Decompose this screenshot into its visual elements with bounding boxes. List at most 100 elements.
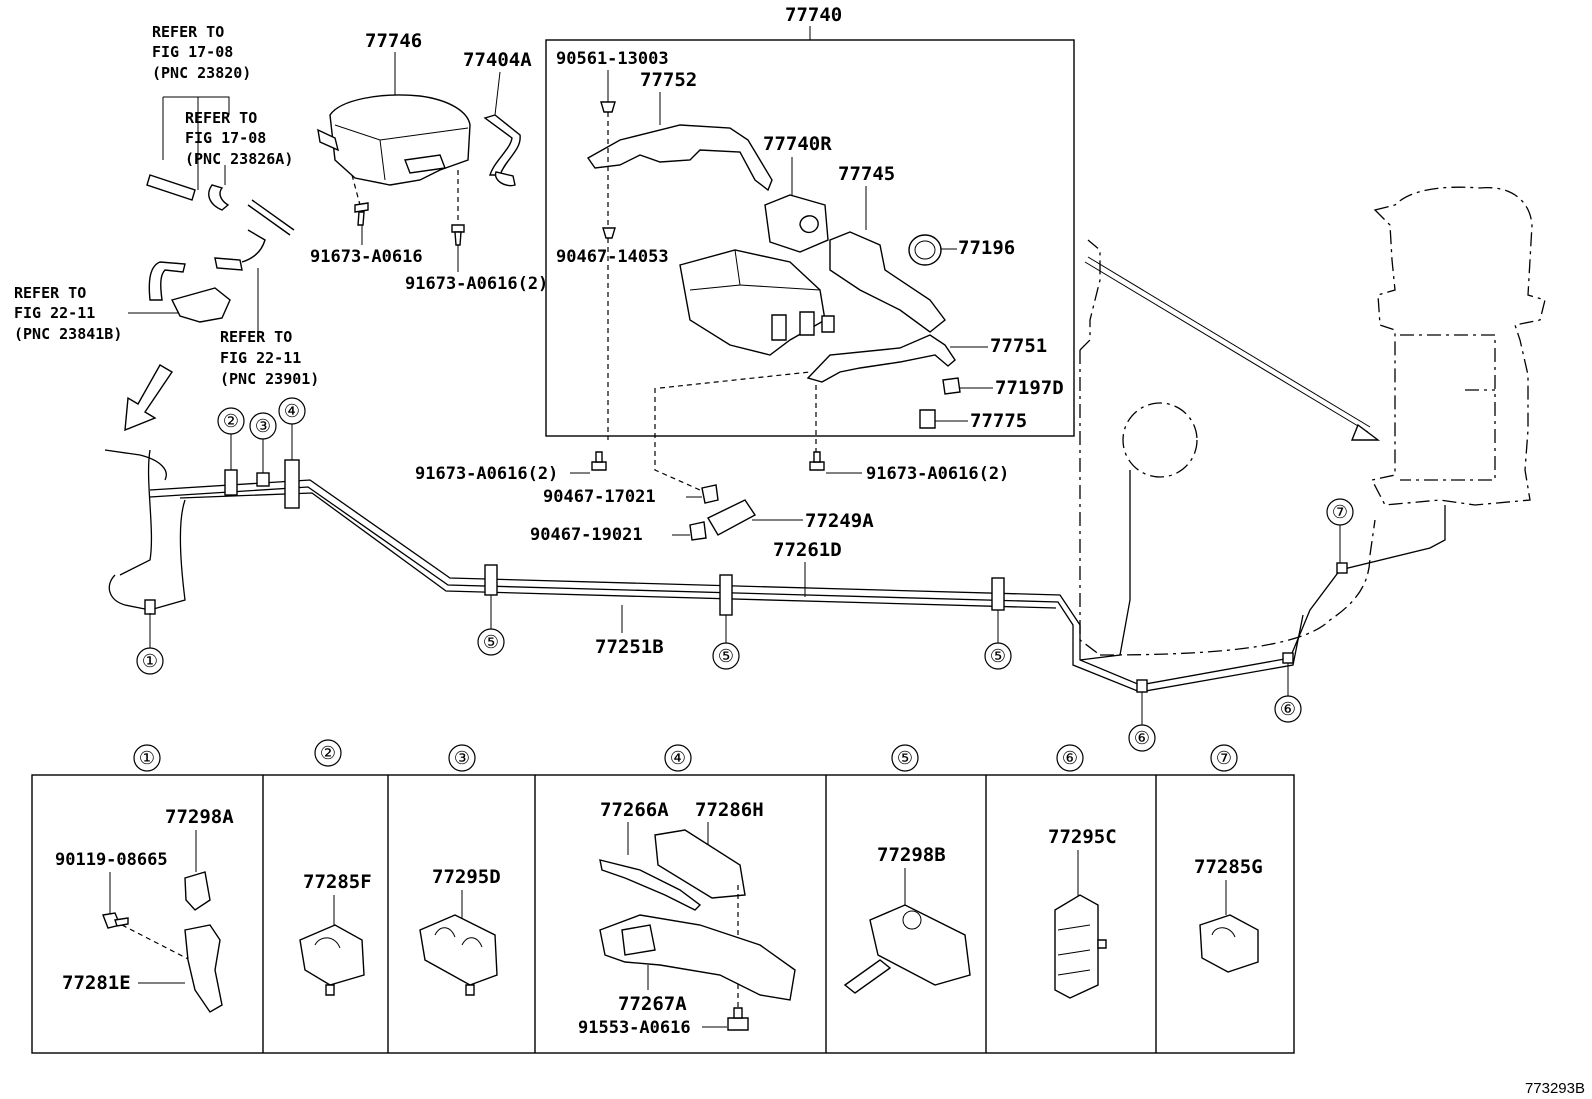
label-91673-A0616-2-a: 91673-A0616(2) <box>405 274 548 294</box>
panel-header-3: ③ <box>448 744 476 772</box>
detail-panel-frame <box>31 774 1295 1054</box>
svg-text:⑦: ⑦ <box>1216 748 1232 769</box>
svg-text:⑥: ⑥ <box>1062 748 1078 769</box>
svg-text:⑤: ⑤ <box>483 632 499 653</box>
callout-2-main: ② <box>217 407 245 470</box>
svg-text:FIG 22-11: FIG 22-11 <box>14 304 95 322</box>
label-91553-A0616: 91553-A0616 <box>578 1018 691 1038</box>
valve-77740R <box>764 194 829 253</box>
label-77752: 77752 <box>640 69 697 91</box>
label-77249A: 77249A <box>805 510 874 532</box>
clamp-77295C <box>1054 894 1107 999</box>
line-clamps <box>144 459 1348 693</box>
direction-arrow-right <box>1084 256 1381 441</box>
svg-text:(PNC 23841B): (PNC 23841B) <box>14 325 122 343</box>
label-90561-13003: 90561-13003 <box>556 49 669 69</box>
label-77404A: 77404A <box>463 49 532 71</box>
assembly-box-77740 <box>545 39 1075 437</box>
bracket-77267A <box>599 914 796 1001</box>
direction-arrow-left <box>124 364 173 432</box>
callout-5a-main: ⑤ <box>477 595 505 656</box>
callout-5b-main: ⑤ <box>712 615 740 670</box>
svg-text:⑦: ⑦ <box>1332 502 1348 523</box>
svg-text:⑥: ⑥ <box>1134 728 1150 749</box>
plug-77775 <box>919 409 936 429</box>
reference-note-2: REFER TO FIG 17-08 (PNC 23826A) <box>185 109 293 168</box>
svg-text:(PNC 23820): (PNC 23820) <box>152 64 251 82</box>
canister-77746 <box>317 94 471 186</box>
panel-header-1: ① <box>133 744 161 772</box>
fuel-lines <box>104 449 1446 693</box>
clip-90467-17021 <box>701 484 719 504</box>
bolt-91673-d <box>809 451 825 471</box>
svg-text:②: ② <box>223 411 239 432</box>
label-77197D: 77197D <box>995 377 1064 399</box>
bolt-91553 <box>727 1007 749 1031</box>
callout-6b-main: ⑥ <box>1274 663 1302 723</box>
label-91673-A0616-2-c: 91673-A0616(2) <box>866 464 1009 484</box>
callout-4-main: ④ <box>278 397 306 460</box>
hose-77249A <box>707 499 757 536</box>
clamp-77286H <box>654 829 746 899</box>
label-77285F: 77285F <box>303 871 372 893</box>
svg-text:FIG 17-08: FIG 17-08 <box>152 43 233 61</box>
hose-parts-topleft <box>146 174 295 323</box>
svg-text:FIG 22-11: FIG 22-11 <box>220 349 301 367</box>
label-77295C: 77295C <box>1048 826 1117 848</box>
clip-77197D <box>942 377 961 395</box>
clamp-77196 <box>908 234 942 266</box>
reference-note-3: REFER TO FIG 22-11 (PNC 23841B) <box>14 284 122 343</box>
callout-1-main: ① <box>136 613 164 675</box>
label-77267A: 77267A <box>618 993 687 1015</box>
panel-header-5: ⑤ <box>891 744 919 772</box>
callout-7-main: ⑦ <box>1326 498 1354 563</box>
label-77298A: 77298A <box>165 806 234 828</box>
label-77281E: 77281E <box>62 972 131 994</box>
label-77745: 77745 <box>838 163 895 185</box>
filter-77745 <box>829 231 946 333</box>
callout-5c-main: ⑤ <box>984 610 1012 670</box>
grommet-90467-14053 <box>602 227 616 239</box>
svg-text:FIG 17-08: FIG 17-08 <box>185 129 266 147</box>
clamp-77285F <box>299 924 365 996</box>
label-77251B: 77251B <box>595 636 664 658</box>
svg-text:③: ③ <box>454 748 470 769</box>
clamp-77285G <box>1199 914 1259 973</box>
bolt-91673-right <box>451 224 465 246</box>
svg-text:REFER TO: REFER TO <box>14 284 86 302</box>
label-77196: 77196 <box>958 237 1015 259</box>
label-77295D: 77295D <box>432 866 501 888</box>
svg-text:(PNC 23826A): (PNC 23826A) <box>185 150 293 168</box>
filler-area-outline <box>1371 186 1546 506</box>
svg-text:REFER TO: REFER TO <box>220 328 292 346</box>
svg-text:⑤: ⑤ <box>990 646 1006 667</box>
clamp-77298A <box>184 871 211 911</box>
label-77740R: 77740R <box>763 133 832 155</box>
label-91673-A0616: 91673-A0616 <box>310 247 423 267</box>
reference-note-4: REFER TO FIG 22-11 (PNC 23901) <box>220 328 319 388</box>
clamp-77298B <box>843 904 971 994</box>
label-90467-17021: 90467-17021 <box>543 487 656 507</box>
charcoal-canister <box>679 249 835 356</box>
clip-77266A <box>599 859 702 911</box>
fuel-tank-outline <box>1079 239 1376 656</box>
panel-header-7: ⑦ <box>1210 744 1238 772</box>
clamp-77295D <box>419 914 498 996</box>
bolt-91673-c <box>591 451 607 471</box>
hose-77404A <box>483 71 521 187</box>
svg-text:④: ④ <box>670 748 686 769</box>
svg-text:①: ① <box>142 651 158 672</box>
label-90119-08665: 90119-08665 <box>55 850 168 870</box>
callout-3-main: ③ <box>249 412 277 473</box>
svg-text:(PNC 23901): (PNC 23901) <box>220 370 319 388</box>
label-77298B: 77298B <box>877 844 946 866</box>
panel-header-2: ② <box>314 739 342 767</box>
bracket-77752 <box>586 124 773 192</box>
svg-text:REFER TO: REFER TO <box>152 23 224 41</box>
svg-text:②: ② <box>320 743 336 764</box>
svg-text:③: ③ <box>255 416 271 437</box>
svg-text:④: ④ <box>284 401 300 422</box>
svg-text:⑤: ⑤ <box>897 748 913 769</box>
label-91673-A0616-2-b: 91673-A0616(2) <box>415 464 558 484</box>
